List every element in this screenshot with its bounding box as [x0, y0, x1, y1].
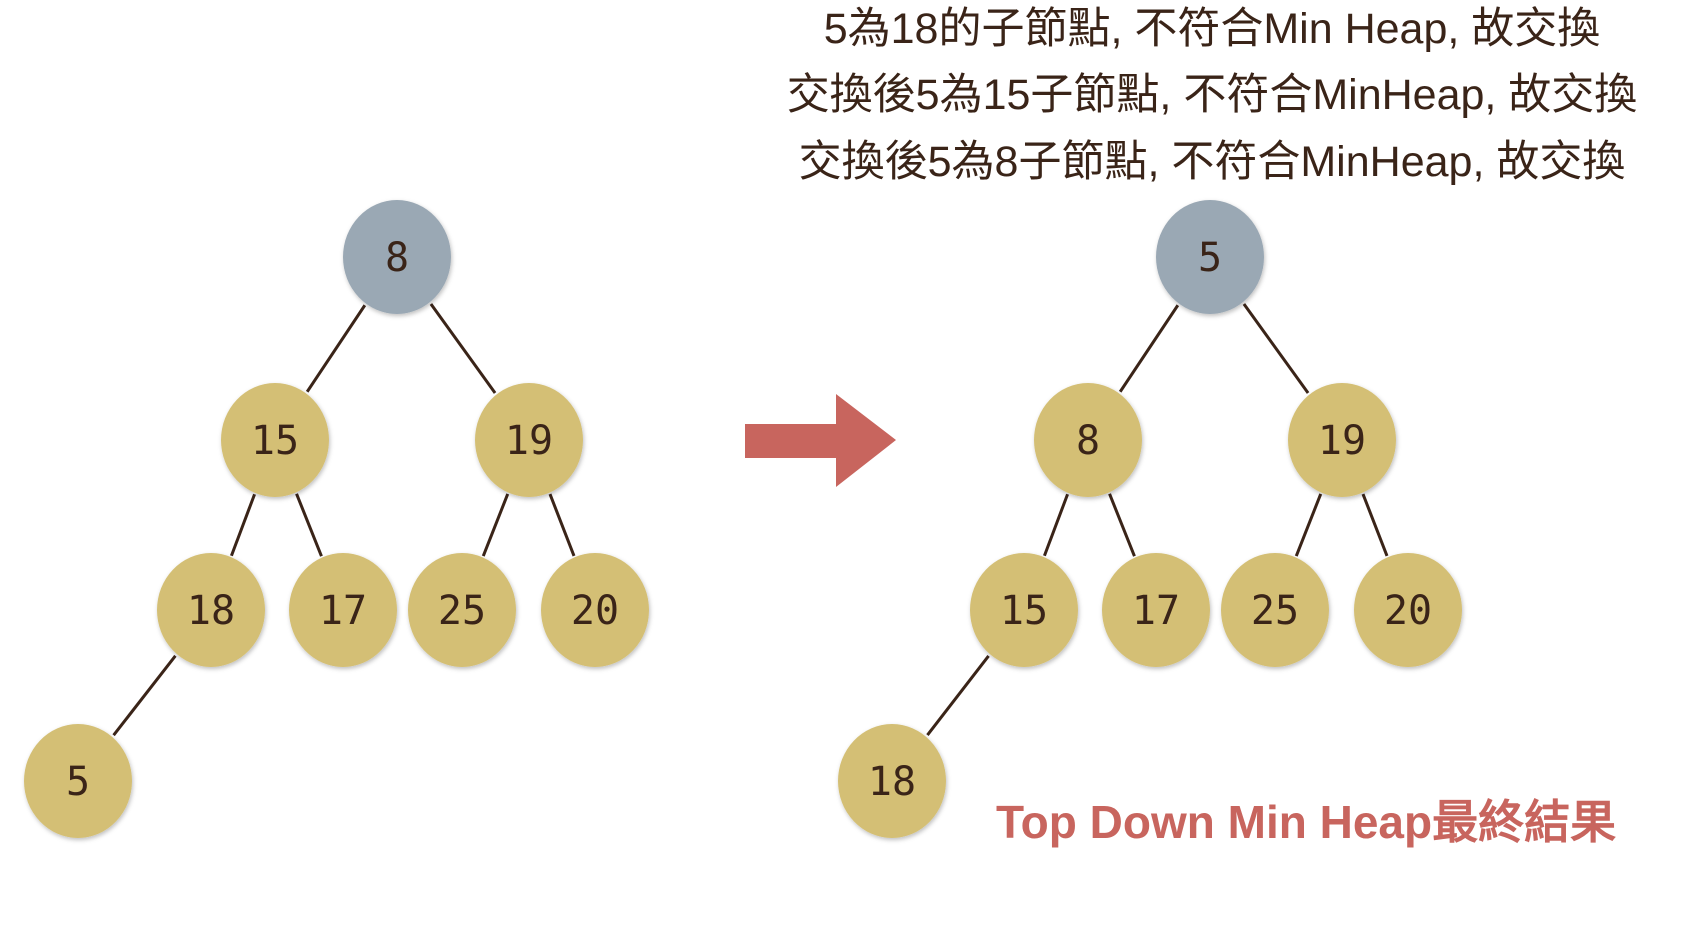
node-value: 19: [505, 418, 553, 464]
node-circle: [157, 553, 265, 667]
node-circle: [970, 553, 1078, 667]
node-circle: [408, 553, 516, 667]
caption-line-1: 5為18的子節點, 不符合Min Heap, 故交換: [823, 5, 1601, 53]
node-circle: [541, 553, 649, 667]
heap-node: 15: [221, 383, 329, 497]
heap-node: 20: [1354, 553, 1462, 667]
node-value: 8: [385, 235, 409, 281]
tree-edge: [1118, 304, 1180, 393]
root-node: 8: [343, 200, 451, 314]
node-value: 18: [187, 588, 235, 634]
node-circle: [1354, 553, 1462, 667]
heap-node: 8: [1034, 383, 1142, 497]
heap-node: 15: [970, 553, 1078, 667]
node-value: 20: [1384, 588, 1432, 634]
caption-line-2: 交換後5為15子節點, 不符合MinHeap, 故交換: [786, 71, 1638, 119]
tree-after: 5 8 19 15 17 25 20 18: [838, 200, 1462, 838]
heap-node: 18: [157, 553, 265, 667]
result-label: Top Down Min Heap最終結果: [996, 796, 1617, 848]
tree-edge: [305, 304, 367, 393]
node-value: 17: [1132, 588, 1180, 634]
node-circle: [1288, 383, 1396, 497]
tree-edge: [1043, 493, 1069, 557]
node-value: 20: [571, 588, 619, 634]
node-value: 15: [1000, 588, 1048, 634]
heap-node: 20: [541, 553, 649, 667]
node-value: 25: [438, 588, 486, 634]
heap-node: 19: [475, 383, 583, 497]
tree-edge: [230, 493, 256, 557]
node-circle: [289, 553, 397, 667]
tree-edge: [1242, 303, 1310, 394]
tree-edge: [295, 493, 323, 557]
tree-edge: [926, 654, 990, 737]
node-circle: [343, 200, 451, 314]
node-circle: [475, 383, 583, 497]
tree-before: 8 15 19 18 17 25 20 5: [24, 200, 649, 838]
node-value: 15: [251, 418, 299, 464]
tree-edge: [1108, 493, 1136, 557]
node-value: 5: [66, 759, 90, 805]
node-circle: [1221, 553, 1329, 667]
tree-edge: [1361, 493, 1389, 557]
heap-node: 17: [1102, 553, 1210, 667]
tree-edge: [112, 654, 177, 737]
node-circle: [24, 724, 132, 838]
node-value: 5: [1198, 235, 1222, 281]
heap-node: 25: [1221, 553, 1329, 667]
heap-node: 19: [1288, 383, 1396, 497]
node-circle: [221, 383, 329, 497]
right-arrow-icon: [745, 394, 896, 487]
tree-edge: [548, 493, 576, 557]
heap-node: 17: [289, 553, 397, 667]
root-node: 5: [1156, 200, 1264, 314]
heap-node: 25: [408, 553, 516, 667]
node-circle: [1156, 200, 1264, 314]
node-value: 19: [1318, 418, 1366, 464]
tree-edge: [481, 493, 510, 557]
node-value: 25: [1251, 588, 1299, 634]
node-circle: [1102, 553, 1210, 667]
heap-node: 5: [24, 724, 132, 838]
node-value: 18: [868, 759, 916, 805]
node-circle: [838, 724, 946, 838]
tree-edge: [1294, 493, 1323, 557]
heap-node: 18: [838, 724, 946, 838]
caption-line-3: 交換後5為8子節點, 不符合MinHeap, 故交換: [798, 138, 1626, 186]
node-circle: [1034, 383, 1142, 497]
tree-edge: [429, 303, 497, 394]
node-value: 17: [319, 588, 367, 634]
node-value: 8: [1076, 418, 1100, 464]
